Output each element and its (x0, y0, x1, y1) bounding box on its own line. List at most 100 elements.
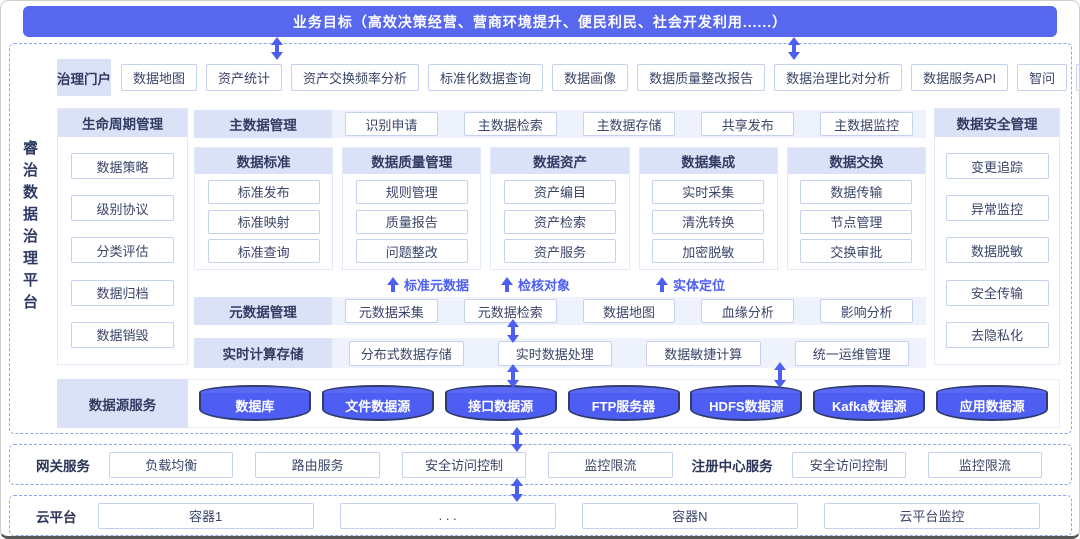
cylinder-body (198, 392, 311, 421)
security-items: 变更追踪异常监控数据脱敏安全传输去隐私化 (935, 137, 1059, 364)
cloud-item: . . . (339, 502, 556, 529)
column-item: 质量报告 (355, 209, 468, 234)
flow-label-text: 检核对象 (518, 278, 571, 293)
security-panel: 数据安全管理 变更追踪异常监控数据脱敏安全传输去隐私化 (934, 108, 1060, 365)
portal-item: 数据画像 (552, 64, 629, 91)
cloud-item: 云平台监控 (823, 502, 1040, 529)
portal-item: 数据服务API (911, 64, 1009, 91)
metadata-items: 元数据采集元数据检索数据地图血缘分析影响分析 (332, 297, 926, 325)
up-down-arrow-icon (507, 319, 519, 343)
database-cylinder-icon: 文件数据源 (321, 384, 434, 423)
column-data-quality: 数据质量管理 规则管理质量报告问题整改 (342, 147, 482, 270)
up-down-arrow-icon (511, 478, 523, 502)
column-item: 清洗转换 (652, 209, 765, 234)
up-down-arrow-icon (788, 37, 800, 60)
up-arrow-icon (501, 277, 513, 292)
flow-label: 标准元数据 (387, 275, 469, 294)
security-item: 安全传输 (945, 279, 1049, 306)
flow-label-text: 标准元数据 (404, 278, 470, 293)
datasource-label: Kafka数据源 (832, 398, 907, 414)
column-header: 数据交换 (787, 148, 926, 174)
portal-item: 智问 (1017, 64, 1068, 91)
flow-labels: 标准元数据 检核对象 实体定位 (194, 275, 926, 293)
security-header: 数据安全管理 (935, 109, 1059, 137)
datasource-items: 数据库 文件数据源 接口数据源 FTP服务器 HDFS数据源 (188, 379, 1060, 428)
portal-item: 数据质量整改报告 (637, 64, 766, 91)
gateway-label: 网关服务 (36, 458, 90, 474)
portal-row: 治理门户 数据地图资产统计资产交换频率分析标准化数据查询数据画像数据质量整改报告… (57, 59, 1079, 96)
security-item: 变更追踪 (945, 153, 1049, 180)
lifecycle-header: 生命周期管理 (58, 109, 187, 137)
portal-item: 更多应用 (1076, 64, 1079, 91)
column-header: 数据标准 (195, 148, 333, 174)
column-item: 标准映射 (207, 209, 320, 234)
portal-item: 数据治理比对分析 (774, 64, 903, 91)
database-cylinder-icon: 数据库 (198, 384, 311, 423)
master-data-items: 识别申请主数据检索主数据存储共享发布主数据监控 (332, 110, 926, 138)
gateway-item: 路由服务 (255, 451, 380, 478)
portal-item: 资产统计 (206, 64, 283, 91)
up-down-arrow-icon (507, 364, 519, 388)
business-goal-banner: 业务目标（高效决策经营、营商环境提升、便民利民、社会开发利用......） (23, 6, 1057, 37)
cylinder-body (813, 392, 926, 421)
flow-label: 检核对象 (501, 275, 570, 294)
master-data-item: 共享发布 (701, 112, 795, 136)
master-data-item: 识别申请 (345, 112, 438, 136)
security-item: 异常监控 (945, 195, 1049, 222)
column-data-standard: 数据标准 标准发布标准映射标准查询 (194, 147, 334, 270)
gateway-item: 监控限流 (548, 451, 673, 478)
metadata-item: 元数据采集 (345, 299, 438, 323)
gateway-services-row: 网关服务 负载均衡路由服务安全访问控制监控限流 注册中心服务 安全访问控制监控限… (9, 444, 1072, 485)
database-cylinder-icon: HDFS数据源 (690, 384, 803, 423)
column-item: 规则管理 (355, 179, 468, 204)
portal-item: 标准化数据查询 (428, 64, 544, 91)
cloud-item: 容器1 (97, 502, 314, 529)
datasource-label: 数据库 (235, 398, 275, 414)
cloud-item: 容器N (581, 502, 798, 529)
gateway-item: 负载均衡 (109, 451, 234, 478)
cloud-platform-row: 云平台 容器1 . . . 容器N 云平台监控 (9, 495, 1072, 536)
portal-item: 资产交换频率分析 (291, 64, 420, 91)
column-header: 数据集成 (639, 148, 777, 174)
lifecycle-items: 数据策略级别协议分类评估数据归档数据销毁 (58, 137, 187, 364)
up-arrow-icon (387, 277, 399, 292)
platform-title: 睿治数据治理平台 (21, 140, 38, 316)
lifecycle-panel: 生命周期管理 数据策略级别协议分类评估数据归档数据销毁 (57, 108, 188, 365)
gateway-item: 安全访问控制 (401, 451, 527, 478)
datasource-row: 数据源服务 数据库 文件数据源 接口数据源 FTP服务器 (57, 379, 1060, 428)
column-item: 标准发布 (207, 179, 320, 204)
datasource-label: 接口数据源 (468, 398, 534, 414)
realtime-storage-row: 实时计算存储 分布式数据存储实时数据处理数据敏捷计算统一运维管理 (194, 338, 926, 368)
realtime-item: 数据敏捷计算 (646, 340, 761, 366)
column-header: 数据质量管理 (343, 148, 481, 174)
cylinder-body (690, 392, 803, 421)
database-cylinder-icon: FTP服务器 (567, 384, 680, 423)
metadata-item: 数据地图 (582, 299, 676, 323)
registry-label: 注册中心服务 (691, 458, 773, 474)
up-down-arrow-icon (511, 427, 523, 452)
cloud-items: 容器1 . . . 容器N 云平台监控 (85, 502, 1054, 529)
database-cylinder-icon: 接口数据源 (444, 384, 557, 423)
metadata-item: 影响分析 (820, 299, 913, 323)
flow-label: 实体定位 (656, 275, 725, 294)
security-item: 数据脱敏 (945, 237, 1049, 264)
master-data-item: 主数据存储 (582, 112, 676, 136)
lifecycle-item: 数据销毁 (71, 321, 174, 348)
realtime-items: 分布式数据存储实时数据处理数据敏捷计算统一运维管理 (332, 338, 926, 368)
column-item: 节点管理 (800, 209, 913, 234)
column-item: 实时采集 (652, 179, 765, 204)
realtime-header: 实时计算存储 (194, 338, 332, 368)
portal-header: 治理门户 (57, 59, 111, 96)
column-item: 交换审批 (800, 239, 913, 264)
metadata-row: 元数据管理 元数据采集元数据检索数据地图血缘分析影响分析 (194, 297, 926, 325)
gateway-items: 负载均衡路由服务安全访问控制监控限流 (98, 451, 684, 478)
column-header: 数据资产 (491, 148, 629, 174)
column-data-exchange: 数据交换 数据传输节点管理交换审批 (786, 147, 927, 270)
capability-columns: 数据标准 标准发布标准映射标准查询 数据质量管理 规则管理质量报告问题整改 数据… (194, 147, 927, 270)
cylinder-body (321, 392, 434, 421)
lifecycle-item: 数据归档 (71, 279, 174, 306)
cloud-label: 云平台 (36, 509, 77, 525)
metadata-header: 元数据管理 (194, 297, 332, 325)
cylinder-body (567, 392, 680, 421)
